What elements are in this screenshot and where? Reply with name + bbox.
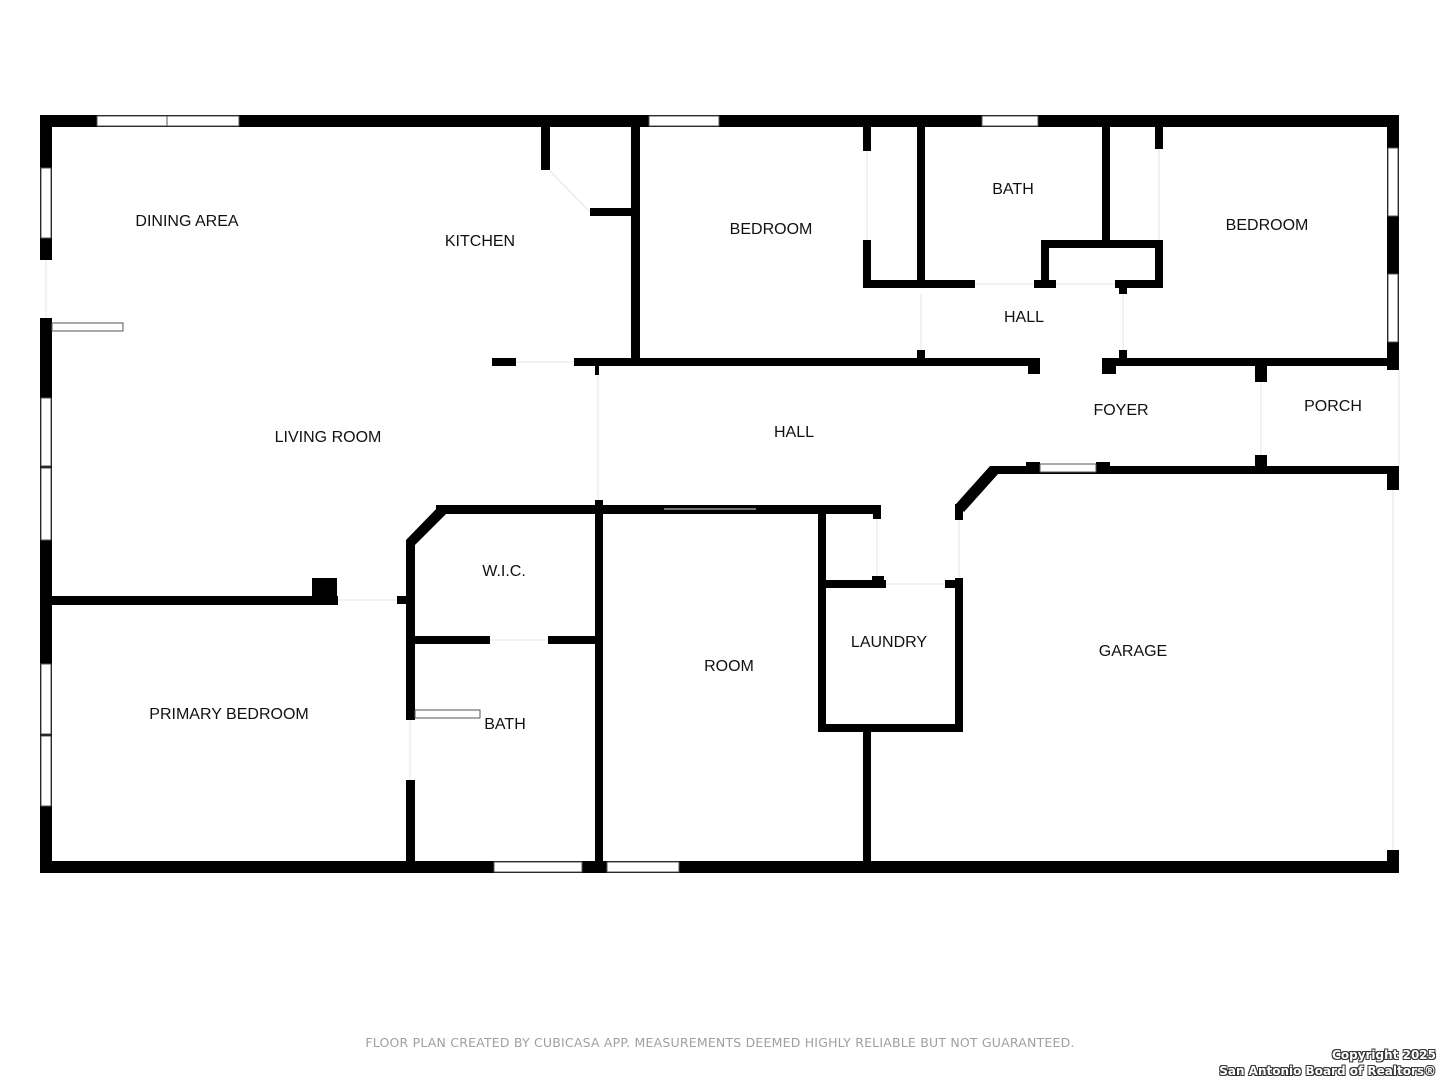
room-label-bedroom-2: BEDROOM	[1225, 217, 1309, 234]
copyright-line-1: Copyright 2025	[1332, 1048, 1436, 1062]
room-label-primary-bedroom: PRIMARY BEDROOM	[149, 706, 309, 723]
door-openings	[45, 149, 1400, 850]
room-label-living-room: LIVING ROOM	[274, 429, 382, 446]
room-label-dining-area: DINING AREA	[135, 213, 239, 230]
room-label-room: ROOM	[704, 658, 754, 675]
room-label-bath-1: BATH	[992, 181, 1034, 198]
room-label-hall-2: HALL	[773, 424, 815, 441]
room-label-laundry: LAUNDRY	[850, 634, 928, 651]
room-label-porch: PORCH	[1304, 398, 1362, 415]
room-label-garage: GARAGE	[1098, 643, 1168, 660]
room-label-hall-1: HALL	[1003, 309, 1045, 326]
disclaimer-text: FLOOR PLAN CREATED BY CUBICASA APP. MEAS…	[365, 1035, 1075, 1050]
walls	[40, 115, 1399, 873]
room-label-kitchen: KITCHEN	[444, 233, 516, 250]
room-label-foyer: FOYER	[1093, 402, 1149, 419]
copyright-line-2: San Antonio Board of Realtors®	[1219, 1064, 1436, 1078]
windows	[40, 115, 1399, 873]
room-label-bath-2: BATH	[484, 716, 526, 733]
room-label-bedroom-1: BEDROOM	[729, 221, 813, 238]
room-label-wic: W.I.C.	[482, 563, 526, 580]
